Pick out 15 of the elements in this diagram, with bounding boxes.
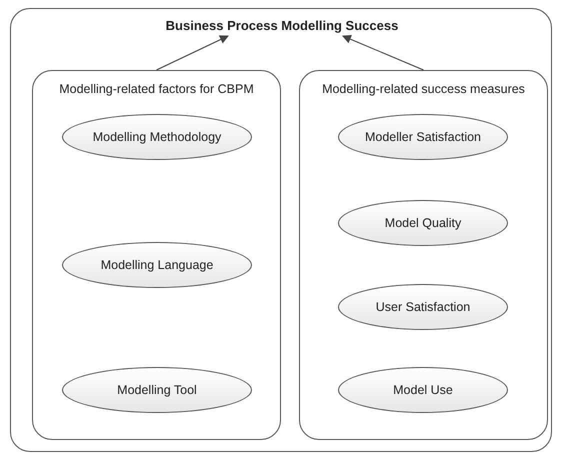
arrow bbox=[156, 35, 229, 70]
factor-ellipse: Modeller Satisfaction bbox=[338, 114, 508, 160]
group-panel bbox=[32, 70, 281, 440]
arrow bbox=[342, 35, 424, 70]
diagram-title: Business Process Modelling Success bbox=[141, 14, 423, 36]
outer-container bbox=[10, 8, 552, 452]
factor-ellipse: Modelling Methodology bbox=[62, 114, 252, 160]
factor-ellipse: Modelling Tool bbox=[62, 367, 252, 413]
panel-heading: Modelling-related success measures bbox=[321, 82, 526, 96]
factor-ellipse: User Satisfaction bbox=[338, 284, 508, 330]
factor-ellipse: Model Use bbox=[338, 367, 508, 413]
panel-heading: Modelling-related factors for CBPM bbox=[58, 82, 255, 96]
factor-ellipse: Modelling Language bbox=[62, 242, 252, 288]
factor-ellipse: Model Quality bbox=[338, 200, 508, 246]
group-panel bbox=[299, 70, 548, 440]
